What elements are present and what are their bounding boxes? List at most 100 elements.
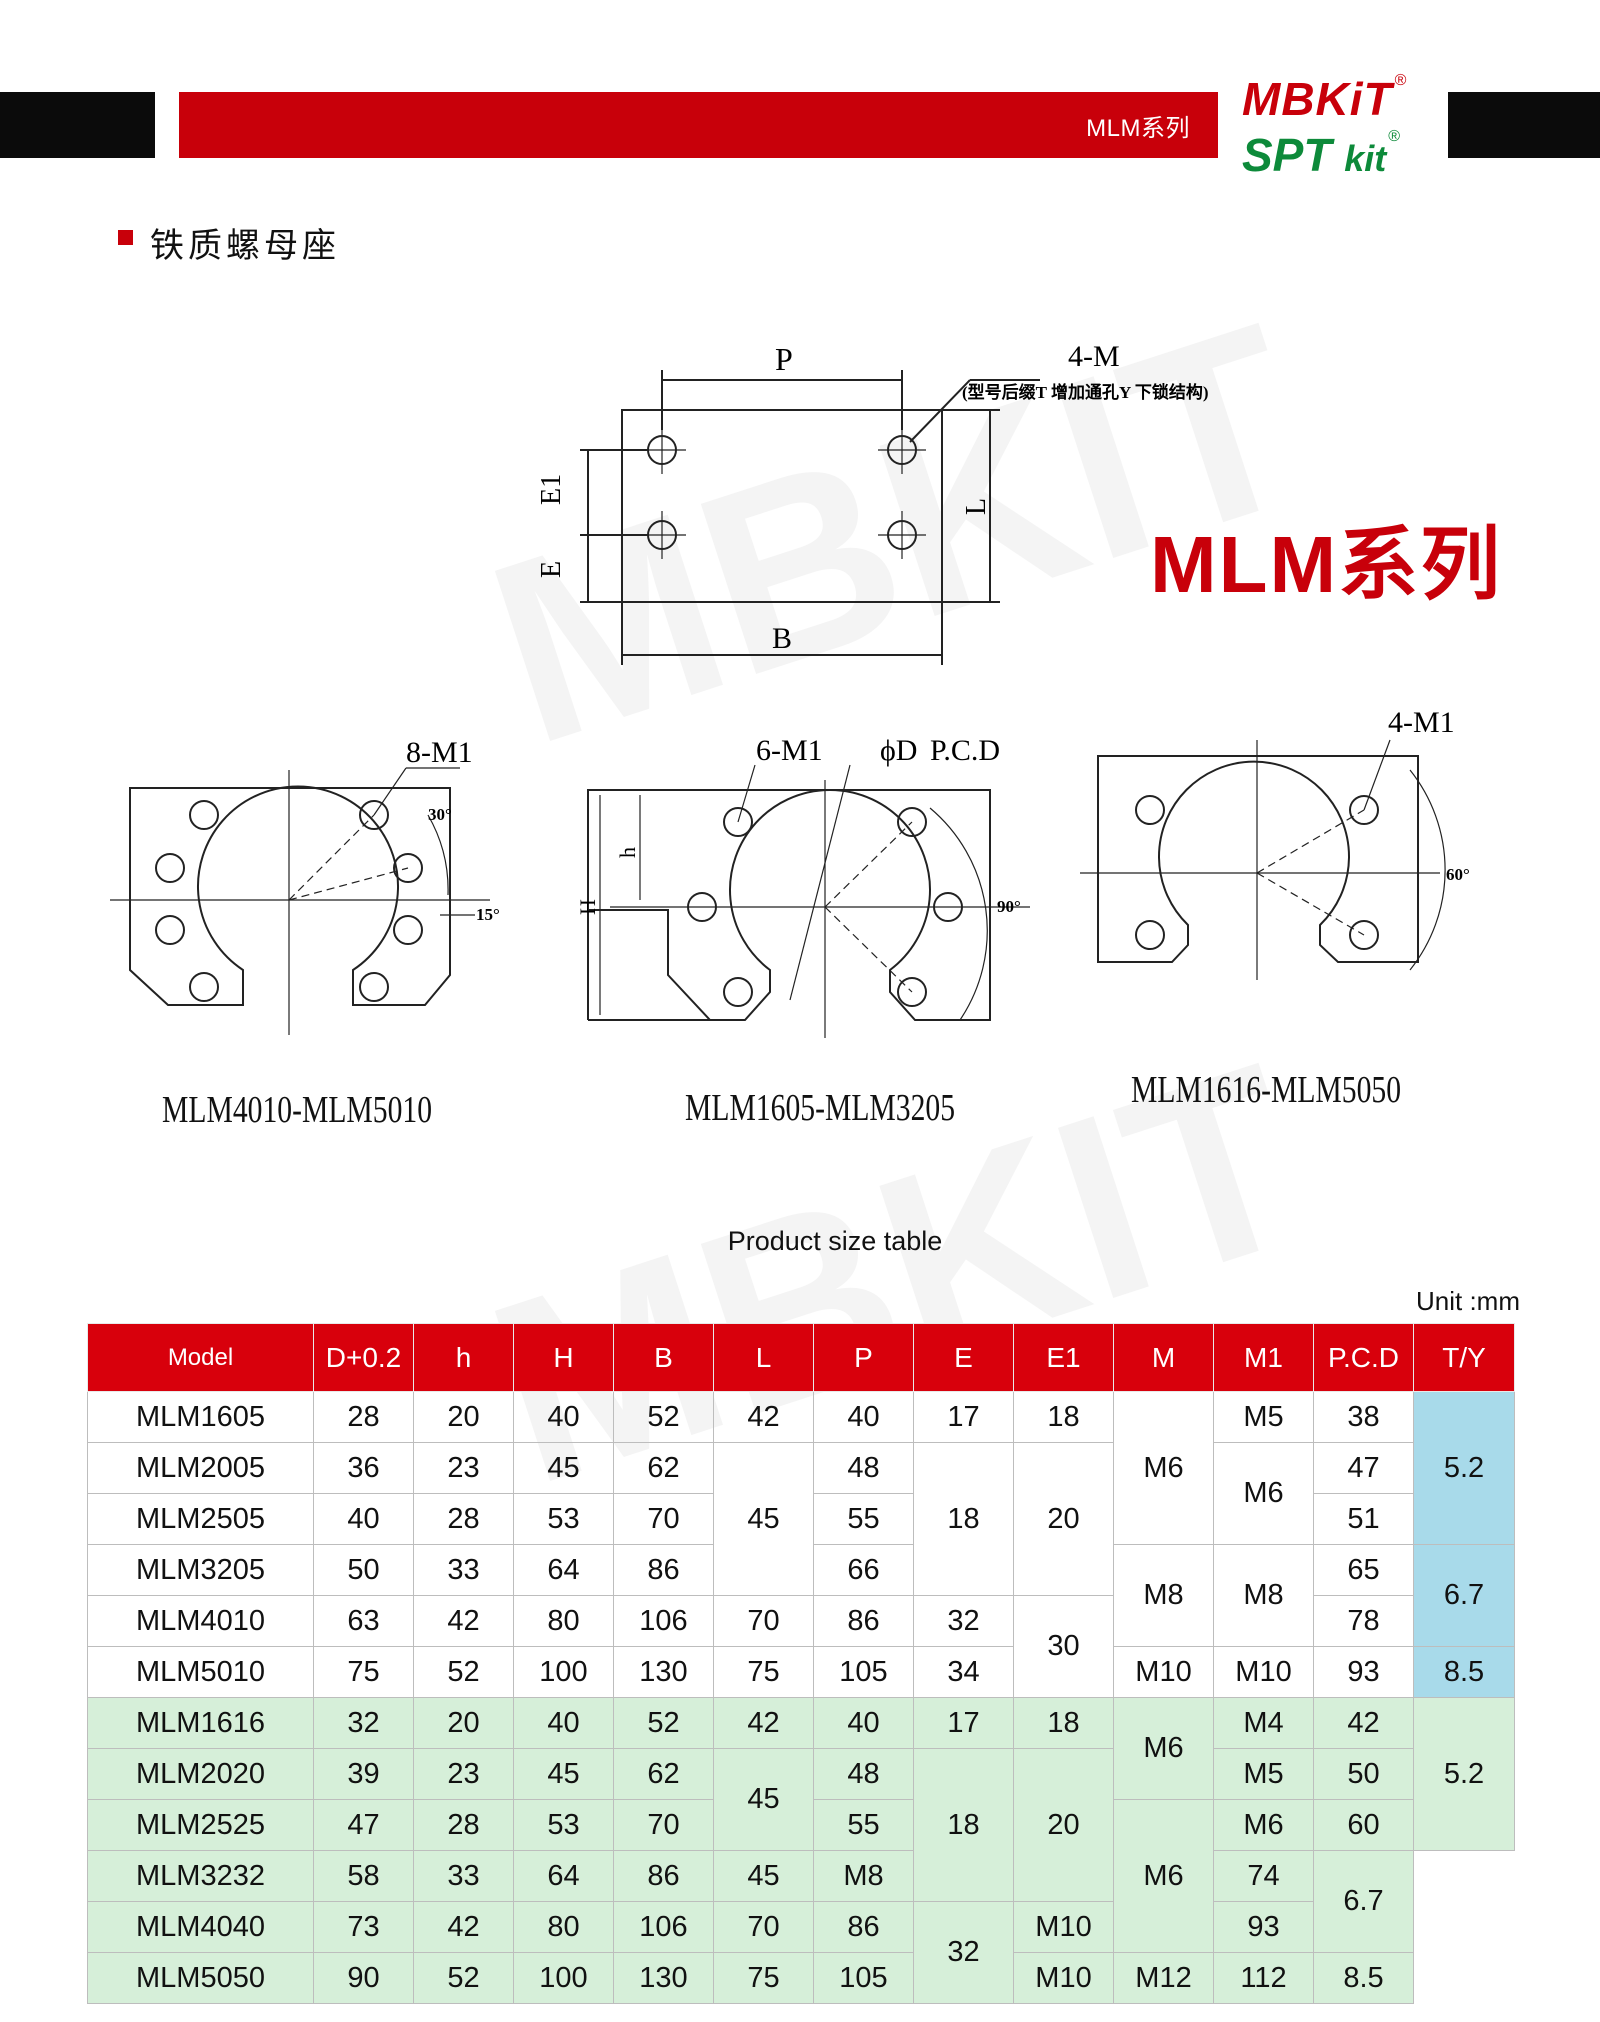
column-header: M	[1113, 1323, 1214, 1392]
logo-mbkit: MBKiT®	[1242, 72, 1408, 125]
table-cell: M5	[1213, 1391, 1314, 1443]
table-cell: 86	[813, 1595, 914, 1647]
table-cell: 62	[613, 1748, 714, 1800]
angle-label-15: 15°	[476, 905, 500, 924]
table-cell: 33	[413, 1544, 514, 1596]
table-cell: 80	[513, 1901, 614, 1953]
drawing-caption-1: MLM4010-MLM5010	[162, 1089, 433, 1131]
dim-label-b: B	[772, 622, 792, 655]
column-header: P	[813, 1323, 914, 1392]
table-cell: 53	[513, 1493, 614, 1545]
dim-label-h: h	[615, 847, 640, 858]
angle-label-30: 30°	[428, 805, 452, 824]
column-header: B	[613, 1323, 714, 1392]
table-cell: 64	[513, 1544, 614, 1596]
table-cell: 18	[1013, 1391, 1114, 1443]
table-cell: 52	[413, 1952, 514, 2004]
table-cell: 100	[513, 1646, 614, 1698]
table-cell: 17	[913, 1391, 1014, 1443]
pcd-label: P.C.D	[930, 734, 1000, 767]
holes-label: 4-M1	[1388, 706, 1455, 739]
table-cell: M10	[1213, 1646, 1314, 1698]
table-cell: MLM4040	[87, 1901, 314, 1953]
table-cell: 40	[513, 1391, 614, 1443]
table-cell: 58	[313, 1850, 414, 1902]
table-cell: 32	[913, 1901, 1014, 2004]
table-cell: 42	[413, 1595, 514, 1647]
section-title: 铁质螺母座	[150, 227, 340, 265]
table-cell: 105	[813, 1646, 914, 1698]
table-cell: 73	[313, 1901, 414, 1953]
table-cell: MLM2005	[87, 1442, 314, 1494]
table-cell: 70	[713, 1901, 814, 1953]
table-cell: 40	[313, 1493, 414, 1545]
table-cell: 130	[613, 1646, 714, 1698]
table-cell: 45	[713, 1442, 814, 1596]
table-cell: 45	[713, 1748, 814, 1851]
table-cell: 5.2	[1413, 1391, 1515, 1545]
series-label: MLM系列	[1086, 115, 1190, 142]
dim-label-e1: E1	[536, 474, 567, 505]
table-cell: 105	[813, 1952, 914, 2004]
table-row: MLM3205 50 33 64 86 66 M8 M8 65 6.7	[87, 1544, 1515, 1647]
table-cell: MLM3232	[87, 1850, 314, 1902]
table-cell: 86	[613, 1850, 714, 1902]
table-cell: 40	[513, 1697, 614, 1749]
table-cell: 34	[913, 1646, 1014, 1698]
drawing-mlm4010-5010: 8-M1 30° 15°	[110, 736, 500, 1035]
dim-label-e: E	[536, 561, 567, 578]
table-row: MLM1616 32 20 40 52 42 40 17 18 M6 M4 42…	[87, 1697, 1515, 1851]
table-cell: M6	[1213, 1799, 1314, 1851]
table-cell: M8	[813, 1850, 914, 1902]
table-cell: 60	[1313, 1799, 1414, 1851]
table-cell: 51	[1313, 1493, 1414, 1545]
angle-label-90: 90°	[997, 897, 1021, 916]
table-title: Product size table	[727, 1226, 943, 1256]
table-cell: 130	[613, 1952, 714, 2004]
table-cell: 52	[413, 1646, 514, 1698]
table-cell: 52	[613, 1391, 714, 1443]
table-cell: M8	[1113, 1544, 1214, 1647]
table-cell: MLM2505	[87, 1493, 314, 1545]
table-cell: 55	[813, 1493, 914, 1545]
table-cell: 65	[1313, 1544, 1414, 1596]
table-cell: M6	[1113, 1697, 1214, 1800]
table-cell: 106	[613, 1595, 714, 1647]
table-cell: 50	[313, 1544, 414, 1596]
angle-label-60: 60°	[1446, 865, 1470, 884]
header-bar-left	[0, 92, 155, 158]
table-cell: M6	[1113, 1799, 1214, 1953]
table-cell: MLM3205	[87, 1544, 314, 1596]
column-header: Model	[87, 1323, 314, 1392]
table-cell: 47	[1313, 1442, 1414, 1494]
table-cell: 5.2	[1413, 1697, 1515, 1851]
table-cell: 42	[713, 1697, 814, 1749]
table-cell: 70	[713, 1595, 814, 1647]
table-cell: 45	[513, 1442, 614, 1494]
table-cell: 28	[413, 1493, 514, 1545]
table-cell: 18	[913, 1748, 1014, 1902]
table-cell: 8.5	[1413, 1646, 1515, 1698]
table-cell: 78	[1313, 1595, 1414, 1647]
table-cell: MLM2020	[87, 1748, 314, 1800]
column-header: H	[513, 1323, 614, 1392]
table-cell: 40	[813, 1697, 914, 1749]
header-bar-right	[1448, 92, 1600, 158]
table-header-row: Model D+0.2 h H B L P E E1 M M1 P.C.D T/…	[87, 1323, 1515, 1392]
table-cell: 74	[1213, 1850, 1314, 1902]
table-cell: M4	[1213, 1697, 1314, 1749]
dim-label-l: L	[961, 498, 992, 515]
table-cell: 20	[413, 1391, 514, 1443]
table-cell: 33	[413, 1850, 514, 1902]
table-cell: 32	[313, 1697, 414, 1749]
table-row: MLM2505 40 28 53 70 55 51	[87, 1493, 1515, 1545]
column-header: E1	[1013, 1323, 1114, 1392]
table-cell: MLM1605	[87, 1391, 314, 1443]
table-cell: 39	[313, 1748, 414, 1800]
table-row: MLM5050 90 52 100 130 75 105 M10 M12 112…	[87, 1952, 1515, 2004]
logo-sptkit: SPT kit®	[1242, 128, 1401, 181]
diameter-label: ϕD	[880, 734, 917, 767]
table-cell: 93	[1313, 1646, 1414, 1698]
table-cell: M6	[1213, 1442, 1314, 1545]
table-cell: 70	[613, 1493, 714, 1545]
